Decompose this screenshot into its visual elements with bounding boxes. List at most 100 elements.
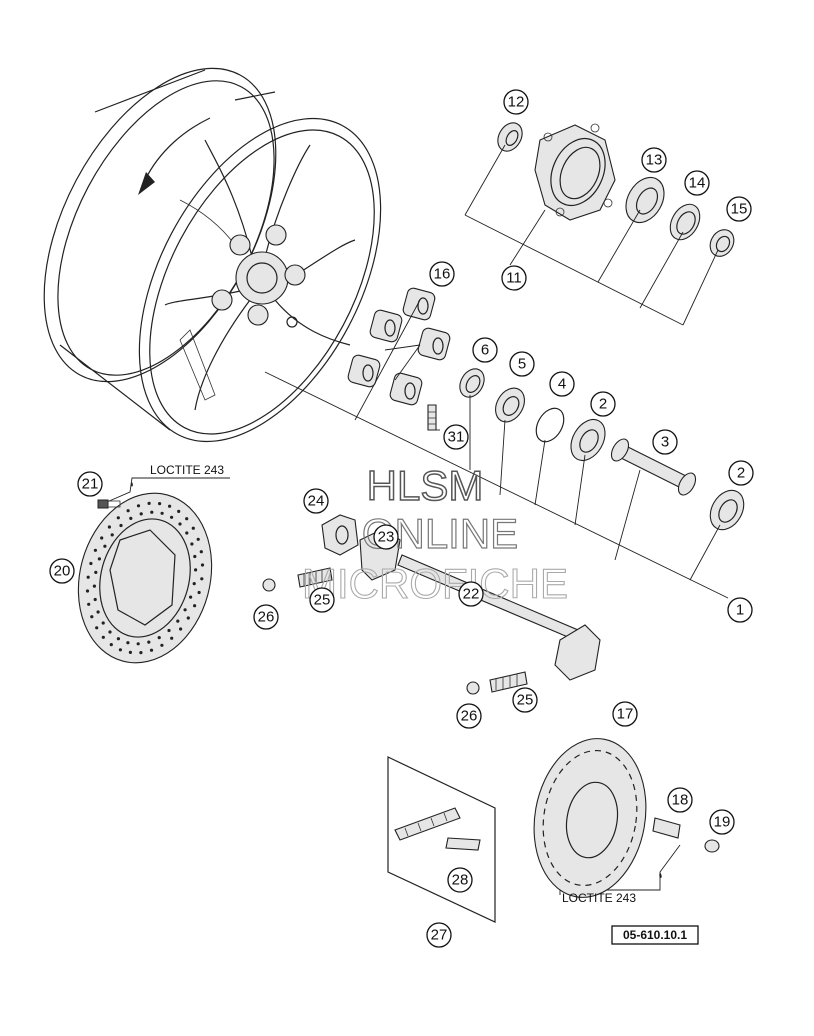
- callout-28: 28: [447, 867, 473, 893]
- disc-hole: [103, 544, 107, 548]
- disc-hole: [193, 604, 197, 608]
- callout-2b: 2: [728, 460, 754, 486]
- rear-sprocket-17: [533, 738, 647, 898]
- disc-hole: [160, 643, 164, 647]
- damper-rubbers-16: [347, 287, 451, 406]
- loctite-drop-2: [659, 872, 662, 878]
- callout-13: 13: [641, 147, 667, 173]
- callout-3-label: 3: [661, 434, 669, 451]
- callout-17-label: 17: [617, 706, 634, 723]
- disc-hole: [147, 501, 151, 505]
- disc-hole: [119, 523, 123, 528]
- callout-16-label: 16: [434, 266, 451, 283]
- callout-12-label: 12: [508, 94, 525, 111]
- valve-31: [427, 404, 437, 431]
- disc-hole: [179, 627, 183, 631]
- callout-17: 17: [612, 701, 638, 727]
- disc-hole: [185, 517, 189, 521]
- nut-19: [704, 839, 720, 853]
- disc-hole: [94, 570, 98, 575]
- disc-hole: [116, 637, 120, 641]
- disc-hole: [167, 628, 171, 633]
- callout-25b-label: 25: [517, 692, 534, 709]
- watermark-line-1: HLSM: [367, 462, 484, 509]
- disc-hole: [190, 542, 194, 546]
- disc-hole: [129, 516, 133, 521]
- callout-25a: 25: [309, 587, 335, 613]
- callout-15: 15: [726, 196, 752, 222]
- callout-11-label: 11: [506, 270, 522, 287]
- callout-2a: 2: [590, 391, 616, 417]
- spacer-6: [459, 368, 485, 398]
- seal-15: [709, 229, 735, 257]
- callout-25b: 25: [512, 687, 538, 713]
- disc-hole: [90, 615, 94, 619]
- disc-hole: [108, 630, 112, 634]
- callout-26a: 26: [253, 604, 279, 630]
- stud-18: [652, 817, 681, 878]
- leader-lines: [99, 144, 729, 895]
- callout-26a-label: 26: [258, 609, 275, 626]
- sprocket-carrier-assembly: [497, 122, 735, 257]
- disc-hole: [150, 510, 154, 514]
- callout-2b-label: 2: [737, 465, 745, 482]
- disc-hole: [85, 589, 90, 593]
- callout-27: 27: [426, 922, 452, 948]
- callout-24-label: 24: [308, 493, 325, 510]
- collar-12: [497, 122, 523, 152]
- callout-18: 18: [667, 787, 693, 813]
- callout-5: 5: [509, 351, 535, 377]
- nut-26a: [262, 578, 276, 592]
- master-link-28: [445, 837, 481, 851]
- brake-disc-20: [77, 492, 213, 664]
- callout-22: 22: [458, 581, 484, 607]
- bolt-21: [97, 482, 133, 509]
- disc-hole: [93, 597, 97, 602]
- disc-hole: [191, 526, 195, 530]
- callout-19: 19: [709, 809, 735, 835]
- callout-6-label: 6: [481, 342, 489, 359]
- watermark-line-3: MICROFICHE: [302, 560, 568, 607]
- disc-hole: [116, 516, 120, 520]
- disc-hole: [177, 509, 181, 513]
- callout-14: 14: [684, 170, 710, 196]
- seal-5: [495, 387, 525, 423]
- axle-assembly: [262, 514, 601, 695]
- disc-hole: [92, 584, 96, 588]
- disc-hole: [183, 608, 187, 612]
- disc-hole: [96, 610, 100, 614]
- callout-31-label: 31: [448, 429, 465, 446]
- callout-31: 31: [443, 424, 469, 450]
- document-number-box: 05-610.10.1: [611, 925, 699, 945]
- circlip-4: [535, 407, 565, 443]
- callout-20-label: 20: [54, 563, 71, 580]
- disc-hole: [160, 511, 164, 515]
- disc-hole: [189, 595, 193, 599]
- disc-hole: [196, 537, 200, 541]
- callout-3: 3: [652, 429, 678, 455]
- ring-14: [669, 203, 701, 241]
- document-number: 05-610.10.1: [623, 928, 687, 942]
- callout-4-label: 4: [558, 376, 566, 393]
- callout-21-label: 21: [82, 476, 99, 493]
- disc-hole: [110, 533, 114, 537]
- loctite-drop-1: [131, 482, 133, 487]
- disc-hole: [89, 561, 93, 566]
- callout-6: 6: [472, 337, 498, 363]
- disc-hole: [107, 525, 111, 529]
- disc-hole: [136, 504, 141, 508]
- disc-hole: [199, 550, 203, 554]
- disc-holes: [85, 501, 205, 655]
- callout-21: 21: [77, 471, 103, 497]
- disc-hole: [100, 536, 104, 540]
- callout-23-label: 23: [378, 529, 395, 546]
- disc-hole: [118, 648, 122, 652]
- bearing-13: [625, 176, 665, 224]
- bearing-2b: [709, 489, 745, 531]
- callout-26b-label: 26: [461, 708, 478, 725]
- disc-hole: [197, 590, 201, 595]
- disc-hole: [192, 582, 196, 586]
- callout-13-label: 13: [646, 152, 663, 169]
- bearing-2a: [570, 418, 606, 462]
